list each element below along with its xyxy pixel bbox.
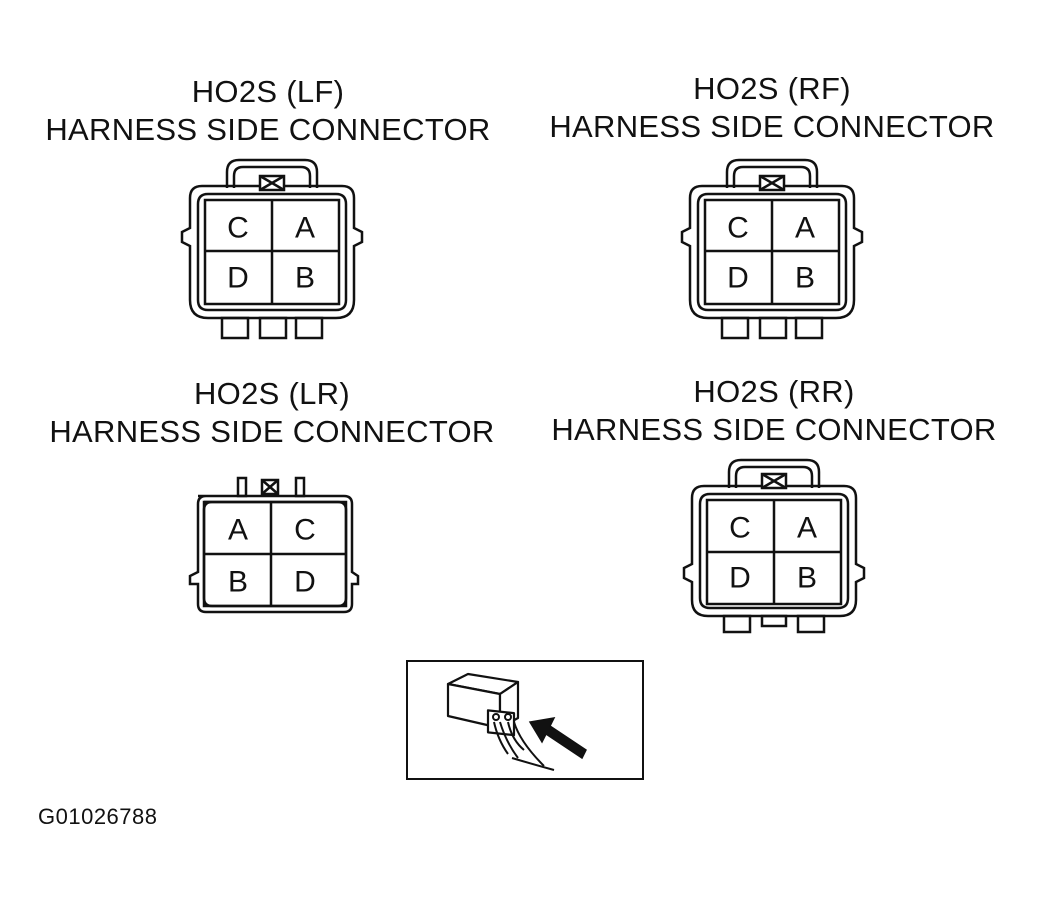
connector-label-rr: HO2S (RR) HARNESS SIDE CONNECTOR [534, 373, 1014, 449]
pin-label: C [227, 212, 249, 245]
connector-lock-icon [258, 174, 286, 192]
connector-label-rf: HO2S (RF) HARNESS SIDE CONNECTOR [532, 70, 1012, 146]
connector-rf-diagram: C A D B [680, 158, 864, 340]
connector-subtitle-lf: HARNESS SIDE CONNECTOR [45, 112, 491, 147]
back-probe-inset [406, 660, 644, 780]
pin-label: B [295, 262, 315, 295]
connector-label-lf: HO2S (LF) HARNESS SIDE CONNECTOR [28, 73, 508, 149]
connector-subtitle-lr: HARNESS SIDE CONNECTOR [49, 414, 495, 449]
figure-id: G01026788 [38, 804, 158, 829]
connector-title-lr: HO2S (LR) [193, 376, 350, 411]
connector-lock-icon [758, 174, 786, 192]
connector-label-lr: HO2S (LR) HARNESS SIDE CONNECTOR [32, 375, 512, 451]
connector-lf-diagram: C A D B [180, 158, 364, 340]
pin-label: B [228, 566, 248, 599]
connector-title-rr: HO2S (RR) [693, 374, 855, 409]
connector-lr-diagram: A C B D [188, 476, 360, 614]
pin-label: B [797, 562, 817, 595]
connector-lock-icon [760, 472, 788, 490]
pin-label: A [795, 212, 815, 245]
pin-label: D [294, 566, 316, 599]
connector-title-rf: HO2S (RF) [693, 71, 851, 106]
connector-title-lf: HO2S (LF) [191, 74, 345, 109]
connector-subtitle-rr: HARNESS SIDE CONNECTOR [551, 412, 997, 447]
connector-subtitle-rf: HARNESS SIDE CONNECTOR [549, 109, 995, 144]
pin-label: A [797, 512, 817, 545]
pin-label: A [228, 514, 248, 547]
pin-label: D [729, 562, 751, 595]
connector-lock-icon [260, 478, 280, 496]
back-probe-icon [446, 672, 587, 771]
pin-label: C [727, 212, 749, 245]
pin-label: B [795, 262, 815, 295]
pin-label: D [727, 262, 749, 295]
pin-label: D [227, 262, 249, 295]
pin-label: C [294, 514, 316, 547]
connector-rr-diagram: C A D B [682, 458, 866, 634]
pin-label: C [729, 512, 751, 545]
pin-label: A [295, 212, 315, 245]
